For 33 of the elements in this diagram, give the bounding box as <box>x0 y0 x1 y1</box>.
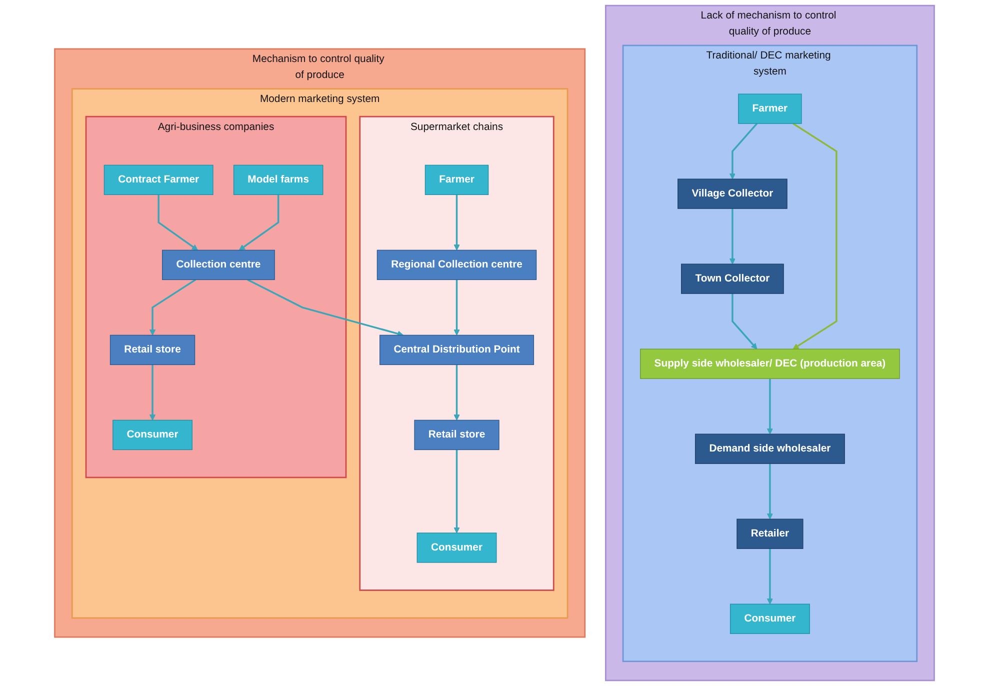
arrow <box>766 378 773 434</box>
arrow <box>454 280 460 336</box>
node-box: Consumer <box>730 604 810 634</box>
node-box: Central Distribution Point <box>380 334 534 366</box>
arrow <box>247 278 404 337</box>
node-box: Consumer <box>112 420 192 450</box>
arrow <box>766 548 773 604</box>
node-box: Contract Farmer <box>104 164 214 195</box>
arrow <box>792 122 838 350</box>
arrow <box>454 450 460 534</box>
node-box: Model farms <box>233 164 324 195</box>
node-box: Consumer <box>416 532 497 563</box>
arrow <box>149 278 196 336</box>
arrow <box>454 364 460 420</box>
arrow <box>729 122 758 180</box>
arrow <box>454 194 460 250</box>
arrow <box>766 464 773 520</box>
node-box: Retailer <box>736 518 804 549</box>
node-box: Farmer <box>424 164 489 195</box>
arrow <box>732 294 758 350</box>
node-box: Supply side wholesaler/ DEC (production area) <box>640 348 900 379</box>
node-box: Regional Collection centre <box>376 250 537 280</box>
node-box: Farmer <box>738 94 802 124</box>
node-box: Collection centre <box>162 250 275 280</box>
node-box: Retail store <box>414 420 500 450</box>
arrow <box>149 364 156 420</box>
arrow <box>158 194 198 250</box>
arrow <box>729 208 736 264</box>
arrow <box>238 194 280 250</box>
node-box: Retail store <box>110 334 196 366</box>
node-box: Village Collector <box>678 178 788 209</box>
node-box: Town Collector <box>681 264 784 294</box>
node-box: Demand side wholesaler <box>694 434 845 464</box>
